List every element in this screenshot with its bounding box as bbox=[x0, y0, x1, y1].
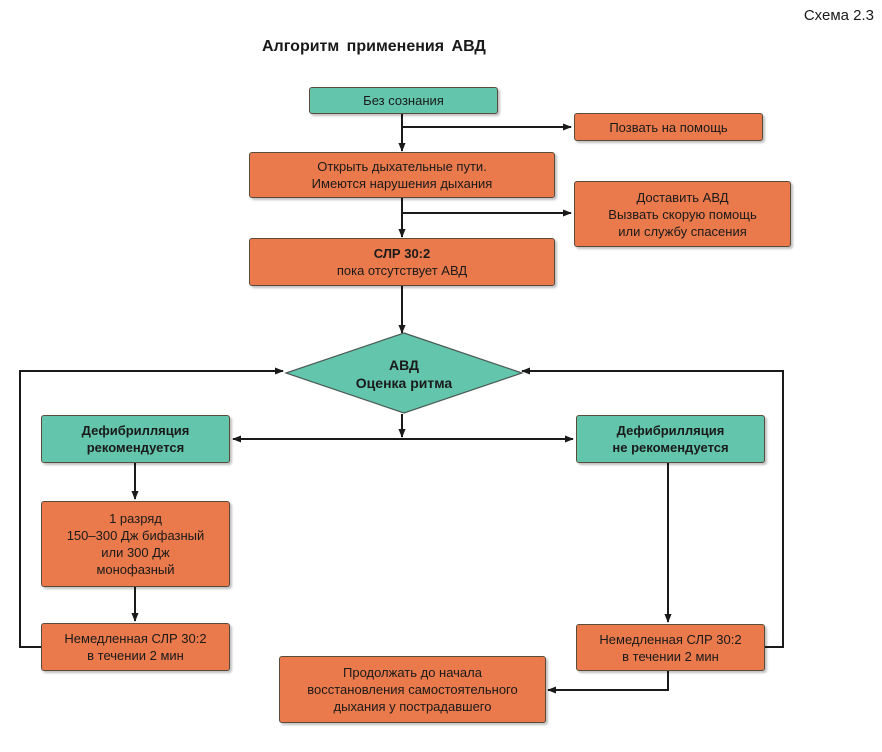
node-continue-line-3: дыхания у пострадавшего bbox=[333, 699, 492, 714]
node-cpr: СЛР 30:2 пока отсутствует АВД bbox=[249, 238, 555, 286]
node-bring-aed: Доставить АВД Вызвать скорую помощь или … bbox=[574, 181, 791, 247]
node-defib-recommended-line-2: рекомендуется bbox=[86, 440, 185, 455]
node-open-airway: Открыть дыхательные пути. Имеются наруше… bbox=[249, 152, 555, 198]
node-continue-line-2: восстановления самостоятельного bbox=[307, 682, 518, 697]
node-bring-aed-line-1: Доставить АВД bbox=[636, 189, 729, 205]
node-cpr-right: Немедленная СЛР 30:2 в течении 2 мин bbox=[576, 624, 765, 671]
diagram-title: Алгоритм применения АВД bbox=[262, 38, 486, 55]
node-call-help-line-1: Позвать на помощь bbox=[609, 119, 728, 135]
node-cpr-left-line-2: в течении 2 мин bbox=[87, 648, 184, 663]
loop-right-to-aed bbox=[521, 367, 784, 648]
loop-left-to-aed bbox=[19, 367, 284, 648]
node-continue-line-1: Продолжать до начала bbox=[343, 665, 482, 680]
node-shock-line-3: или 300 Дж bbox=[101, 545, 170, 560]
scheme-label: Схема 2.3 bbox=[803, 7, 874, 24]
node-shock-line-4: монофазный bbox=[96, 562, 175, 577]
node-open-airway-line-1: Открыть дыхательные пути. bbox=[317, 159, 487, 174]
node-cpr-left: Немедленная СЛР 30:2 в течении 2 мин bbox=[41, 623, 230, 671]
node-cpr-right-line-2: в течении 2 мин bbox=[622, 648, 719, 664]
node-defib-not-recommended-line-2: не рекомендуется bbox=[612, 440, 729, 455]
node-cpr-line-1: СЛР 30:2 bbox=[373, 246, 431, 261]
node-shock-line-2: 150–300 Дж бифазный bbox=[66, 528, 205, 543]
node-defib-recommended-line-1: Дефибрилляция bbox=[81, 423, 190, 438]
node-cpr-line-2: пока отсутствует АВД bbox=[336, 263, 468, 278]
node-aed-decision: АВД Оценка ритма bbox=[290, 352, 518, 396]
node-continue: Продолжать до начала восстановления само… bbox=[279, 656, 546, 723]
node-cpr-left-line-1: Немедленная СЛР 30:2 bbox=[64, 631, 207, 646]
node-shock-line-1: 1 разряд bbox=[109, 511, 162, 526]
node-aed-decision-line-2: Оценка ритма bbox=[355, 375, 453, 391]
node-call-help: Позвать на помощь bbox=[574, 113, 763, 141]
node-defib-not-recommended: Дефибрилляция не рекомендуется bbox=[576, 415, 765, 463]
node-aed-decision-line-1: АВД bbox=[388, 357, 419, 373]
node-shock: 1 разряд 150–300 Дж бифазный или 300 Дж … bbox=[41, 501, 230, 587]
node-bring-aed-line-2: Вызвать скорую помощь bbox=[608, 206, 757, 222]
node-open-airway-line-2: Имеются нарушения дыхания bbox=[311, 176, 493, 191]
aed-decision-diamond bbox=[284, 332, 524, 414]
node-bring-aed-line-3: или службу спасения bbox=[618, 223, 747, 239]
node-unconscious-line-1: Без сознания bbox=[363, 93, 444, 108]
node-cpr-right-line-1: Немедленная СЛР 30:2 bbox=[599, 631, 742, 647]
node-defib-recommended: Дефибрилляция рекомендуется bbox=[41, 415, 230, 463]
node-unconscious: Без сознания bbox=[309, 87, 498, 114]
node-defib-not-recommended-line-1: Дефибрилляция bbox=[616, 423, 725, 438]
arrow-cpr-right-to-continue bbox=[547, 671, 669, 694]
